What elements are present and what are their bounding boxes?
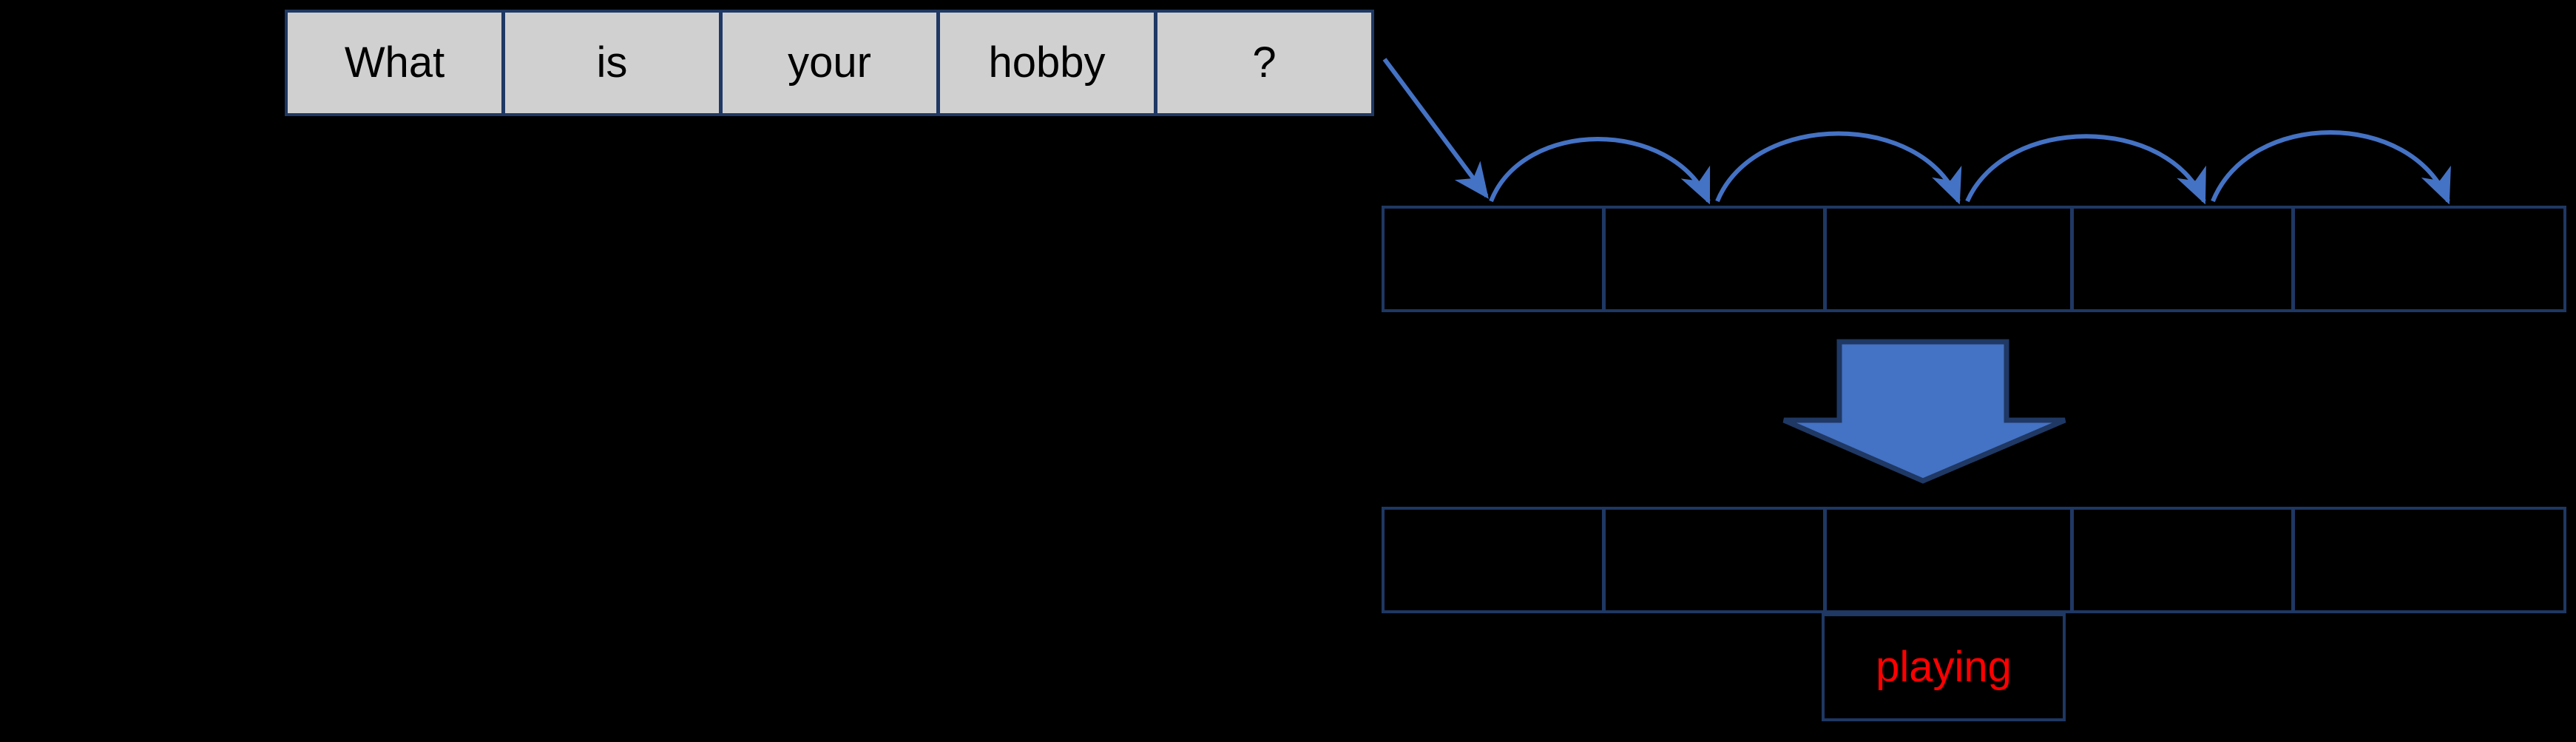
encoder-state-cell[interactable] (1824, 206, 2073, 312)
encoder-to-decoder-block-arrow (1782, 339, 2066, 484)
recurrent-arc-4 (2211, 130, 2451, 205)
predicted-word-cell[interactable]: playing (1822, 613, 2066, 721)
encoder-state-cell[interactable] (2071, 206, 2294, 312)
feed-forward-diagonal-arrow (1382, 58, 1489, 199)
decoder-state-row (1382, 507, 2566, 613)
encoder-state-cell[interactable] (1603, 206, 1826, 312)
decoder-state-cell[interactable] (2292, 507, 2566, 613)
input-token-label: is (596, 38, 628, 87)
input-token-cell[interactable]: hobby (937, 10, 1157, 116)
encoder-state-cell[interactable] (1382, 206, 1605, 312)
input-token-label: ? (1252, 38, 1277, 87)
input-token-cell[interactable]: your (720, 10, 939, 116)
encoder-state-cell[interactable] (2292, 206, 2566, 312)
input-token-label: your (788, 38, 871, 87)
input-question-token-row: What is your hobby ? (285, 10, 1374, 116)
input-token-cell[interactable]: ? (1155, 10, 1374, 116)
input-token-label: hobby (988, 38, 1106, 87)
recurrent-arc-2 (1715, 131, 1962, 205)
input-token-cell[interactable]: What (285, 10, 504, 116)
decoder-state-cell[interactable] (1382, 507, 1605, 613)
input-token-cell[interactable]: is (502, 10, 722, 116)
decoder-state-cell[interactable] (1603, 507, 1826, 613)
decoder-state-cell[interactable] (2071, 507, 2294, 613)
predicted-word-label: playing (1876, 643, 2012, 691)
decoder-state-cell[interactable] (1824, 507, 2073, 613)
encoder-state-row (1382, 206, 2566, 312)
recurrent-arc-1 (1489, 137, 1711, 205)
recurrent-arc-3 (1965, 134, 2206, 205)
input-token-label: What (344, 38, 445, 87)
